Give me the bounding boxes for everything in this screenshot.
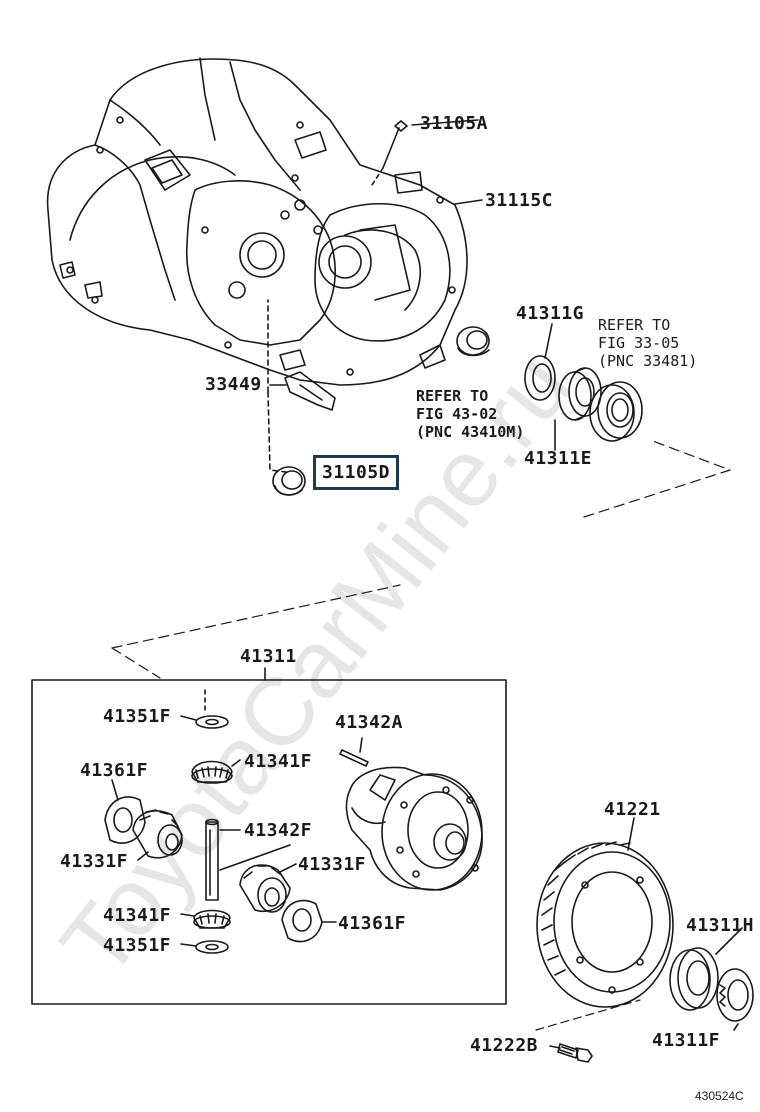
label-41222B: 41222B [470, 1035, 539, 1056]
part-41361F-right-drawing [281, 899, 323, 943]
label-41342F: 41342F [244, 820, 313, 841]
label-41341F-bottom: 41341F [103, 905, 172, 926]
part-41342A-drawing [339, 749, 369, 767]
label-41311F: 41311F [652, 1030, 721, 1051]
note-refer-fig-43-02: REFER TO FIG 43-02 (PNC 43410M) [416, 387, 524, 441]
label-33449: 33449 [205, 374, 262, 395]
part-41222B-drawing [557, 1043, 593, 1063]
part-41311G-drawing [524, 355, 556, 401]
diagram-reference-number: 430524C [695, 1089, 744, 1103]
label-31105D-highlighted[interactable]: 31105D [313, 455, 400, 490]
label-41311H: 41311H [686, 915, 755, 936]
note-line: (PNC 33481) [598, 352, 698, 370]
label-41331F-right: 41331F [298, 854, 367, 875]
part-41221-drawing [536, 841, 674, 1008]
part-41341F-bottom-drawing [193, 909, 231, 929]
part-41331F-left-drawing [132, 809, 183, 859]
note-line: REFER TO [598, 316, 671, 334]
part-33481-drawing [589, 381, 643, 442]
note-line: FIG 43-02 [416, 405, 498, 423]
differential-box [31, 679, 507, 1005]
label-41221: 41221 [604, 799, 661, 820]
label-41361F-right: 41361F [338, 913, 407, 934]
part-31105A-drawing [394, 120, 408, 132]
label-41342A: 41342A [335, 712, 404, 733]
part-41311H-drawing [669, 947, 719, 1011]
label-31115C: 31115C [485, 190, 554, 211]
note-refer-fig-33-05: REFER TO FIG 33-05 (PNC 33481) [598, 316, 697, 370]
label-41311E: 41311E [524, 448, 593, 469]
note-line: (PNC 43410M) [416, 423, 525, 441]
seal-43410M-drawing [456, 326, 490, 357]
part-41341F-top-drawing [191, 760, 233, 784]
part-41331F-right-drawing [239, 864, 291, 913]
label-41311: 41311 [240, 646, 297, 667]
transaxle-housing-drawing [46, 57, 468, 386]
label-41331F-left: 41331F [60, 851, 129, 872]
part-41351F-bottom-drawing [195, 940, 229, 954]
label-41351F-top: 41351F [103, 706, 172, 727]
part-41351F-top-drawing [195, 715, 229, 729]
label-31105A: 31105A [420, 113, 489, 134]
part-41311F-drawing [716, 968, 754, 1022]
part-41361F-left-drawing [104, 796, 146, 844]
part-41311E-drawing [558, 367, 602, 421]
part-41342F-drawing [205, 818, 219, 901]
label-41341F-top: 41341F [244, 751, 313, 772]
label-41361F-left: 41361F [80, 760, 149, 781]
part-33449-drawing [284, 371, 336, 411]
note-line: FIG 33-05 [598, 334, 680, 352]
label-41311G: 41311G [516, 303, 585, 324]
part-31105D-drawing [272, 466, 306, 496]
differential-case-drawing [345, 766, 483, 891]
label-41351F-bottom: 41351F [103, 935, 172, 956]
note-line: REFER TO [416, 387, 489, 405]
